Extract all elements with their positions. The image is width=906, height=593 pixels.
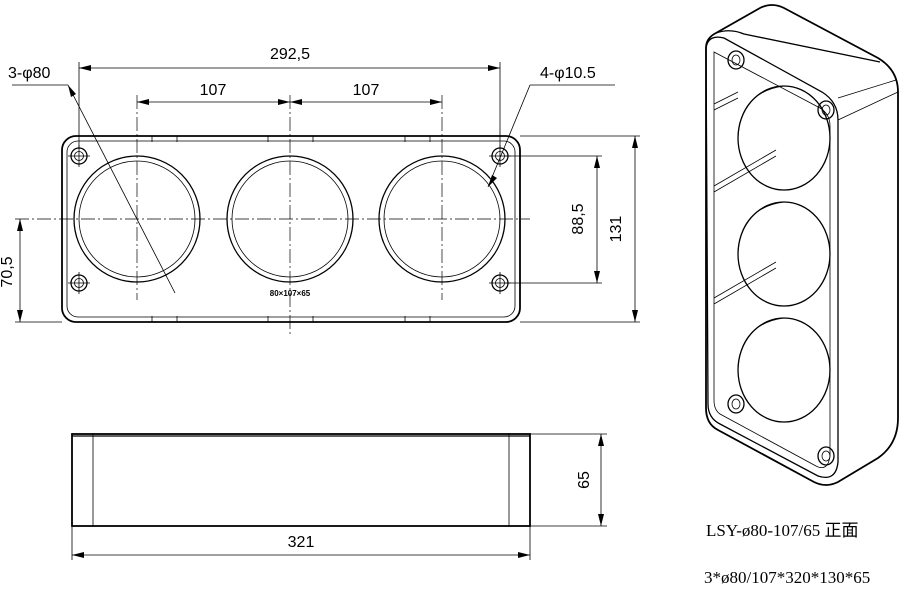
- dim-length-text: 321: [288, 534, 315, 551]
- iso-mount-bottom-right: [817, 446, 835, 466]
- front-outer-body: [61, 135, 521, 323]
- iso-mount-bottom-left: [727, 394, 745, 414]
- model-caption: LSY-ø80-107/65 正面: [706, 521, 859, 540]
- bottom-view: 65 321: [71, 433, 607, 560]
- dim-mount-vertical-text: 88,5: [570, 203, 587, 234]
- spec-caption: 3*ø80/107*320*130*65: [704, 568, 871, 587]
- engraving-text: 80×107×65: [270, 289, 311, 298]
- front-view: 292,5 107 107 3-φ80 4-φ10.5: [0, 46, 640, 335]
- dim-depth-text: 65: [576, 471, 593, 489]
- dim-pitch-left-text: 107: [200, 82, 227, 99]
- dim-overall-span: [78, 62, 501, 148]
- mount-hole-bottom-left: [68, 272, 90, 294]
- dim-total-height: [520, 135, 640, 323]
- isometric-view: [705, 4, 899, 486]
- iso-front-face: [705, 36, 839, 479]
- dim-pitch-right-text: 107: [353, 82, 380, 99]
- iso-ribs: [713, 91, 777, 305]
- iso-hole-middle: [737, 201, 831, 307]
- iso-mount-top-right: [817, 100, 835, 120]
- dim-total-height-text: 131: [608, 216, 625, 243]
- dim-depth: [530, 433, 607, 527]
- dim-overall-span-text: 292,5: [270, 46, 310, 63]
- mount-hole-top-left: [68, 145, 90, 167]
- leader-mount-holes: [487, 84, 615, 188]
- center-lines: [15, 95, 530, 335]
- iso-mount-top-left: [727, 50, 745, 70]
- edge-ticks: [151, 136, 431, 322]
- iso-hole-top: [737, 85, 831, 191]
- dim-bottom-offset: [15, 219, 62, 323]
- dim-mount-vertical: [505, 155, 602, 284]
- dim-pitch: [137, 99, 442, 105]
- front-inner-rim: [66, 140, 516, 318]
- dim-length: [71, 526, 531, 560]
- iso-hole-bottom: [737, 317, 831, 423]
- holes-label: 3-φ80: [8, 65, 51, 82]
- iso-outer-shell: [705, 4, 899, 486]
- dim-bottom-offset-text: 70,5: [0, 256, 16, 287]
- leader-holes: [12, 84, 176, 294]
- mount-holes-label: 4-φ10.5: [540, 65, 596, 82]
- bottom-body: [71, 433, 531, 527]
